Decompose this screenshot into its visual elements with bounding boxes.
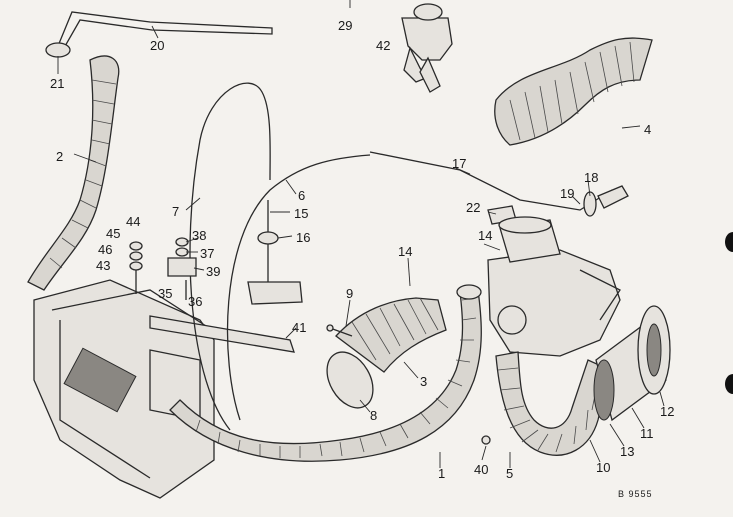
callout-9: 9 — [346, 286, 353, 301]
part-valve-14 — [487, 216, 621, 357]
binder-hole-top — [725, 232, 733, 252]
callout-41: 41 — [292, 320, 306, 335]
callout-40: 40 — [474, 462, 488, 477]
part-pipe-17 — [369, 151, 613, 211]
callout-6: 6 — [298, 188, 305, 203]
callout-45: 45 — [106, 226, 120, 241]
callout-2: 2 — [56, 149, 63, 164]
binder-hole-bottom — [725, 374, 733, 394]
callout-29: 29 — [338, 18, 352, 33]
callout-7: 7 — [172, 204, 179, 219]
callout-13: 13 — [620, 444, 634, 459]
part-hose-3 — [335, 297, 447, 373]
callout-43: 43 — [96, 258, 110, 273]
diagram-reference: B 9555 — [618, 489, 653, 499]
part-nut-40 — [481, 435, 491, 445]
callout-37: 37 — [200, 246, 214, 261]
leader-lines — [57, 25, 665, 468]
part-pipe-6 — [226, 154, 371, 421]
callout-16: 16 — [296, 230, 310, 245]
callout-35: 35 — [158, 286, 172, 301]
part-clip-19 — [583, 191, 597, 217]
part-pipe-20 — [57, 11, 273, 49]
callout-17: 17 — [452, 156, 466, 171]
callout-12: 12 — [660, 404, 674, 419]
callout-8: 8 — [370, 408, 377, 423]
callout-46: 46 — [98, 242, 112, 257]
part-clip-16 — [257, 231, 279, 245]
part-flange-12 — [637, 305, 671, 395]
callout-14-left: 14 — [398, 244, 412, 259]
callout-21: 21 — [50, 76, 64, 91]
callout-38: 38 — [192, 228, 206, 243]
part-hose-5 — [495, 351, 611, 456]
callout-3: 3 — [420, 374, 427, 389]
callout-10: 10 — [596, 460, 610, 475]
callout-14-right: 14 — [478, 228, 492, 243]
part-screw-9-head — [326, 324, 334, 332]
callout-39: 39 — [206, 264, 220, 279]
part-heater-unit — [33, 279, 215, 499]
callout-1: 1 — [438, 466, 445, 481]
part-screw-9 — [329, 327, 353, 337]
part-end-18 — [597, 185, 629, 209]
part-hose-2 — [27, 55, 120, 291]
callout-18: 18 — [584, 170, 598, 185]
part-hose-4 — [494, 37, 653, 146]
callout-11: 11 — [640, 426, 654, 441]
callout-42: 42 — [376, 38, 390, 53]
part-hose-1 — [169, 284, 482, 462]
callout-labels: 29 42 20 21 2 4 17 18 19 22 6 7 15 16 38… — [50, 18, 674, 481]
callout-36: 36 — [188, 294, 202, 309]
part-clip-21 — [45, 42, 71, 58]
part-bracket-41 — [149, 315, 295, 353]
part-pipe-stub — [247, 281, 303, 305]
callout-22: 22 — [466, 200, 480, 215]
callout-44: 44 — [126, 214, 140, 229]
part-pipe-7 — [189, 82, 271, 431]
callout-5: 5 — [506, 466, 513, 481]
callout-4: 4 — [644, 122, 651, 137]
callout-20: 20 — [150, 38, 164, 53]
callout-19: 19 — [560, 186, 574, 201]
callout-15: 15 — [294, 206, 308, 221]
part-valve-42 — [401, 3, 453, 93]
part-fittings-43-46 — [129, 241, 143, 294]
